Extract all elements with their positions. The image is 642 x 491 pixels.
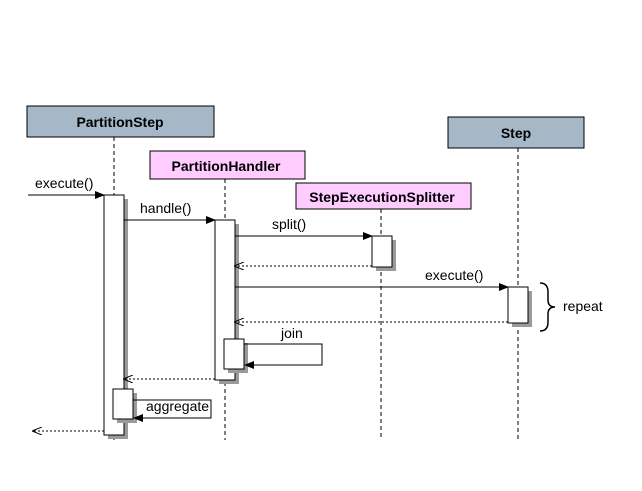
participant-step[interactable]: Step <box>447 116 585 149</box>
participant-splitter[interactable]: StepExecutionSplitter <box>295 182 472 210</box>
aggregate-activation <box>112 388 134 420</box>
splitter-activation <box>371 235 393 268</box>
join-activation <box>223 338 245 370</box>
lifelines <box>113 137 519 440</box>
join-label: join <box>280 325 303 341</box>
participant-partition-handler[interactable]: PartitionHandler <box>149 150 306 180</box>
repeat-brace <box>539 282 556 332</box>
participant-partition-step[interactable]: PartitionStep <box>26 105 215 138</box>
execute-step-label: execute() <box>425 267 483 283</box>
step-activation <box>507 286 529 324</box>
execute-in-label: execute() <box>35 175 93 191</box>
partition-step-activation <box>103 194 125 436</box>
split-label: split() <box>272 216 306 232</box>
join-self-arrow <box>244 343 323 369</box>
participant-label: PartitionStep <box>76 114 163 130</box>
aggregate-label: aggregate <box>146 398 209 414</box>
handle-label: handle() <box>140 200 191 216</box>
activations <box>103 194 532 439</box>
participant-label: StepExecutionSplitter <box>309 189 455 205</box>
participant-label: PartitionHandler <box>172 158 281 174</box>
aggregate-self-arrow <box>133 399 212 422</box>
participant-label: Step <box>501 125 531 141</box>
messages <box>28 191 509 431</box>
repeat-label: repeat <box>563 298 603 314</box>
